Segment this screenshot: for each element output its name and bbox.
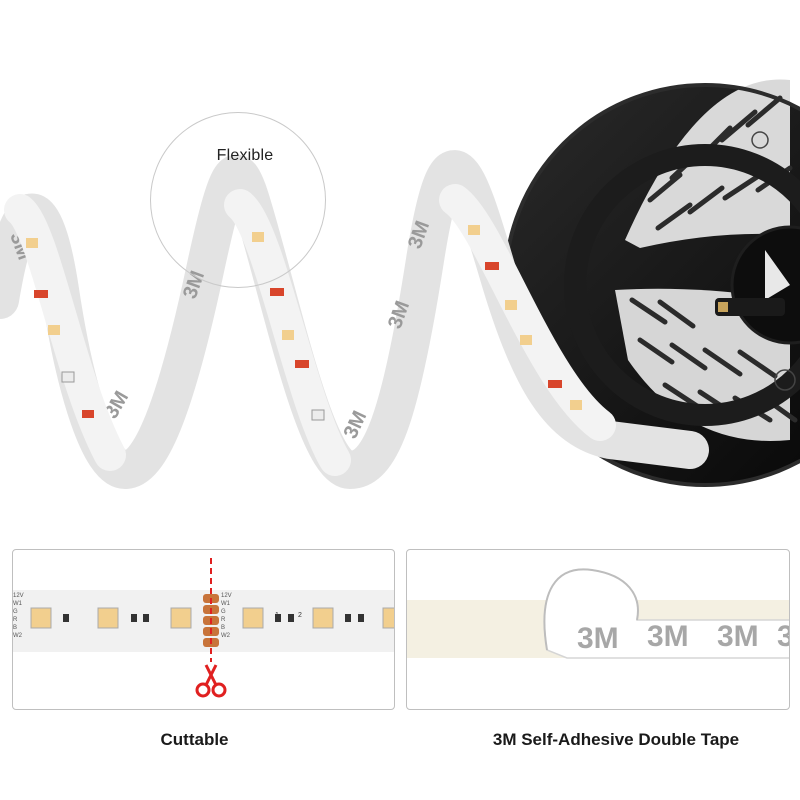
svg-text:3M: 3M [647,620,689,653]
flexible-label: Flexible [216,147,274,164]
adhesive-tape-illustration: 3M 3M 3M 3M [407,568,790,659]
cuttable-strip-illustration [13,558,394,698]
hero-illustration: 3M 3M 3M 3M 3M 3M [0,79,800,490]
svg-text:3M: 3M [777,620,790,653]
adhesive-panel: 3M 3M 3M 3M [406,549,790,710]
svg-text:3M: 3M [577,622,619,655]
flexible-callout-circle [150,112,326,288]
adhesive-caption: 3M Self-Adhesive Double Tape [492,730,740,749]
cuttable-caption: Cuttable [160,730,229,749]
resistor-label: 1 [275,612,279,619]
svg-text:3M: 3M [717,620,759,653]
resistor-label: 2 [298,612,302,619]
scissors-icon [195,664,227,698]
led-strip-illustration: 3M 3M 3M 3M 3M 3M [0,79,800,490]
